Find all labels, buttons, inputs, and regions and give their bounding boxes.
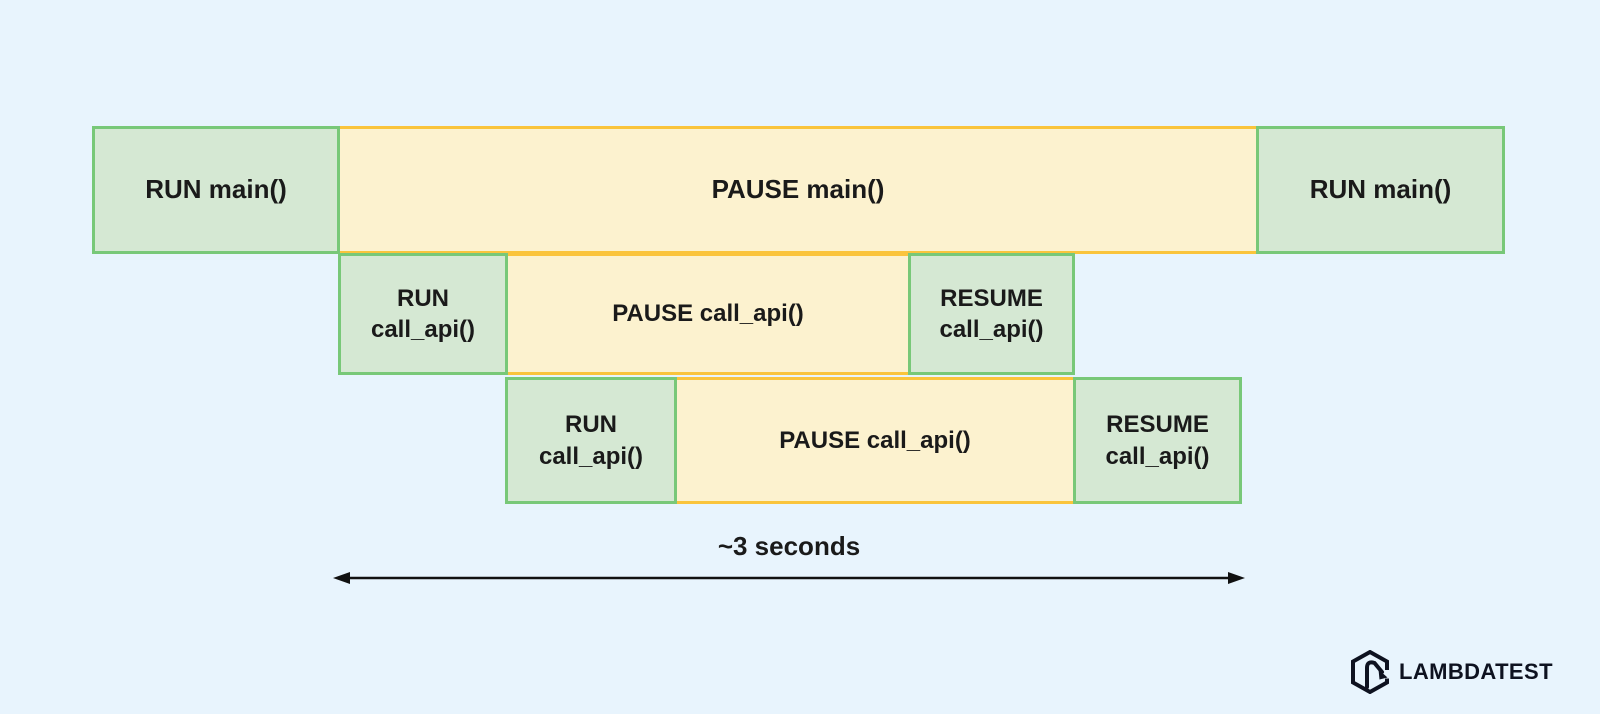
block-run-call-api-2: RUN call_api() [505, 377, 677, 504]
block-label: RESUME call_api() [1105, 411, 1210, 470]
block-label: RESUME call_api() [939, 284, 1044, 343]
block-run-main-end: RUN main() [1256, 126, 1505, 254]
block-pause-main: PAUSE main() [337, 126, 1259, 254]
block-run-main-start: RUN main() [92, 126, 340, 254]
lambdatest-hexagon-arrow-icon [1351, 649, 1389, 694]
block-label: RUN call_api() [370, 284, 476, 343]
block-label: RUN main() [1309, 174, 1452, 205]
block-run-call-api-1: RUN call_api() [338, 253, 508, 375]
block-label: PAUSE call_api() [779, 426, 971, 454]
lambdatest-logo-text: LAMBDATEST [1399, 658, 1553, 684]
block-resume-call-api-2: RESUME call_api() [1073, 377, 1242, 504]
block-pause-call-api-1: PAUSE call_api() [505, 253, 911, 375]
block-resume-call-api-1: RESUME call_api() [908, 253, 1075, 375]
double-arrow-horizontal-icon [333, 572, 1245, 584]
block-pause-call-api-2: PAUSE call_api() [674, 377, 1076, 504]
duration-label: ~3 seconds [717, 531, 861, 561]
block-label: RUN call_api() [538, 411, 644, 470]
lambdatest-logo: LAMBDATEST [1350, 648, 1553, 695]
block-label: PAUSE call_api() [612, 300, 804, 328]
block-label: PAUSE main() [711, 174, 885, 205]
block-label: RUN main() [145, 174, 287, 205]
